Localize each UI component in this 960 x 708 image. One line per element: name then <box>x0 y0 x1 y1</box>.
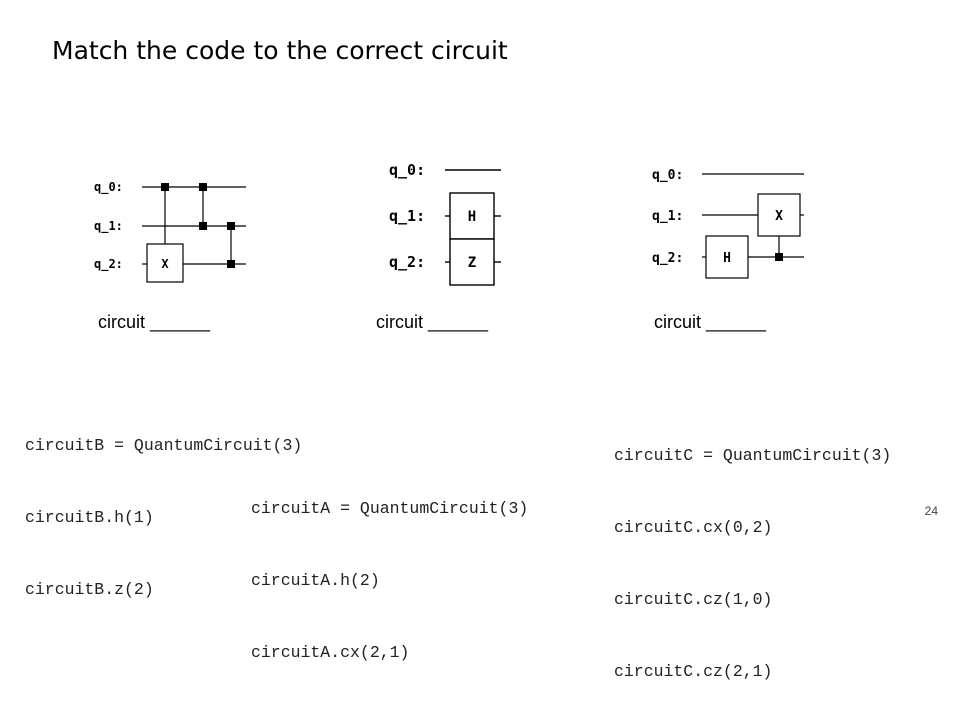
circuit-diagram-2: q_0: q_1: q_2: H Z <box>389 161 501 286</box>
qubit-label-q0: q_0: <box>389 161 425 179</box>
qubit-label-q0: q_0: <box>652 168 683 183</box>
code-line: circuitC.cz(2,1) <box>614 662 773 681</box>
slide-title: Match the code to the correct circuit <box>52 36 508 65</box>
code-line: circuitC.cx(0,2) <box>614 518 773 537</box>
control-dot <box>199 183 207 191</box>
x-gate-label: X <box>775 209 783 224</box>
control-dot <box>227 222 235 230</box>
code-line: circuitB = QuantumCircuit(3) <box>25 436 303 455</box>
h-gate-box <box>449 192 495 240</box>
code-line: circuitC.cz(1,0) <box>614 590 773 609</box>
code-line: circuitB.h(1) <box>25 508 154 527</box>
h-gate-box <box>705 235 749 279</box>
qubit-label-q1: q_1: <box>652 209 683 224</box>
circuit-caption-2: circuit ______ <box>376 312 489 332</box>
code-line: circuitC = QuantumCircuit(3) <box>614 446 892 465</box>
qubit-label-q2: q_2: <box>389 253 425 271</box>
circuit-caption-3: circuit ______ <box>654 312 767 332</box>
circuit-diagram-3: q_0: q_1: q_2: H X <box>652 168 804 279</box>
control-dot <box>227 260 235 268</box>
z-gate-label: Z <box>468 255 476 271</box>
z-gate-box <box>449 238 495 286</box>
qubit-label-q2: q_2: <box>94 257 123 272</box>
code-block-circuitA: circuitA = QuantumCircuit(3) circuitA.h(… <box>251 449 528 689</box>
circuit-diagram-1: q_0: q_1: q_2: X <box>94 180 246 283</box>
page-number: 24 <box>924 504 938 518</box>
control-dot <box>775 253 783 261</box>
qubit-label-q0: q_0: <box>94 180 123 195</box>
qubit-label-q1: q_1: <box>389 207 425 225</box>
code-line: circuitA.cx(2,1) <box>251 643 410 662</box>
control-dot <box>161 183 169 191</box>
h-gate-label: H <box>468 209 476 225</box>
x-gate-box <box>757 193 801 237</box>
code-line: circuitA = QuantumCircuit(3) <box>251 499 529 518</box>
x-gate-label: X <box>161 257 169 271</box>
code-block-circuitC: circuitC = QuantumCircuit(3) circuitC.cx… <box>614 396 891 708</box>
code-line: circuitA.h(2) <box>251 571 380 590</box>
h-gate-label: H <box>723 251 731 266</box>
qubit-label-q1: q_1: <box>94 219 123 234</box>
control-dot <box>199 222 207 230</box>
qubit-label-q2: q_2: <box>652 251 683 266</box>
x-gate-box <box>146 243 184 283</box>
circuit-caption-1: circuit ______ <box>98 312 211 332</box>
